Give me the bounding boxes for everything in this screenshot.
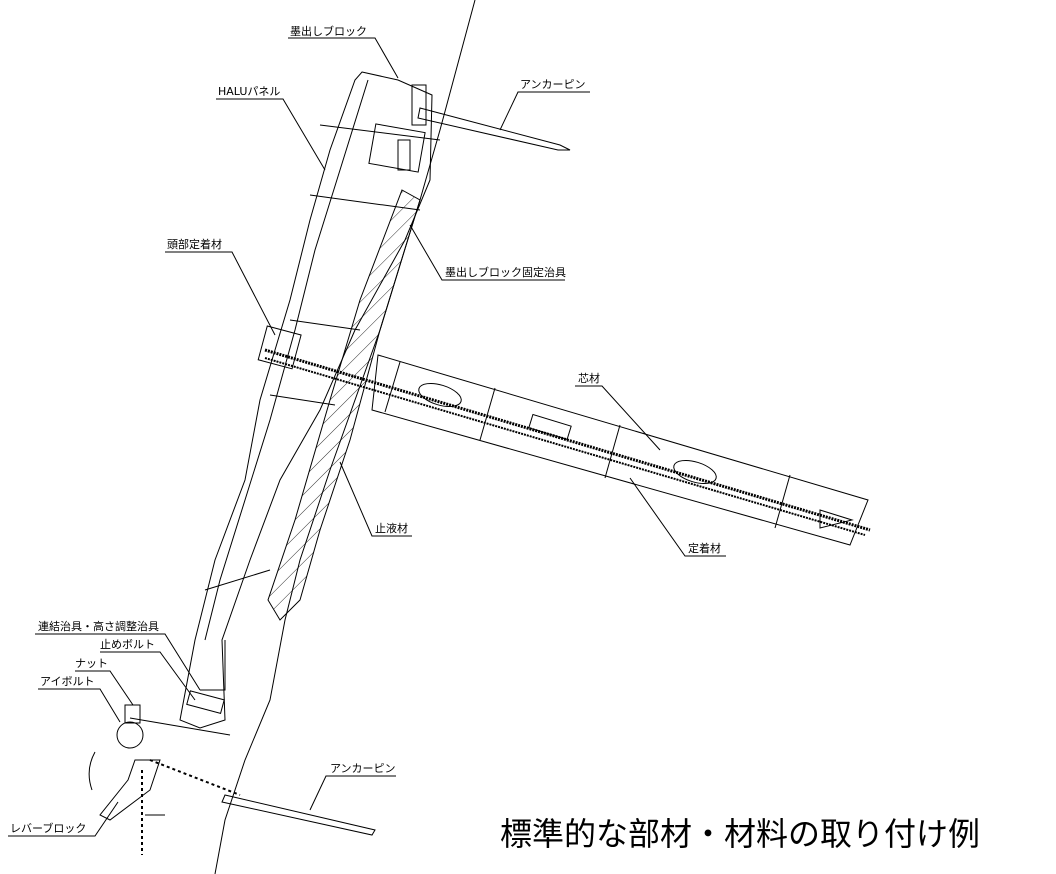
label-stop-bolt: 止めボルト: [100, 638, 196, 701]
lever-block: [99, 759, 161, 821]
svg-text:止液材: 止液材: [375, 521, 408, 535]
coupler-sleeve: [528, 413, 572, 441]
svg-text:レバーブロック: レバーブロック: [10, 821, 86, 835]
label-connecting-fixture: 連結治具・高さ調整治具: [35, 619, 201, 691]
halu-panel: [179, 71, 433, 729]
svg-text:墨出しブロック: 墨出しブロック: [290, 24, 367, 38]
label-nut: ナット: [75, 657, 134, 706]
svg-text:頭部定着材: 頭部定着材: [167, 237, 222, 251]
label-anchoring-material: 定着材: [629, 477, 726, 557]
connecting-fixture: [200, 640, 226, 691]
svg-text:連結治具・高さ調整治具: 連結治具・高さ調整治具: [38, 619, 159, 633]
svg-text:アンカーピン: アンカーピン: [520, 78, 586, 91]
svg-text:HALUパネル: HALUパネル: [218, 85, 280, 98]
top-fixture-bolt: [411, 84, 427, 126]
spacer-rings: [384, 361, 791, 529]
panel-inner-line: [204, 79, 369, 641]
svg-text:墨出しブロック固定治具: 墨出しブロック固定治具: [445, 265, 566, 279]
panel-joint-line: [269, 394, 336, 406]
head-anchor: [257, 325, 302, 370]
label-anchor-pin-top: アンカーピン: [499, 78, 590, 131]
label-marking-block: 墨出しブロック: [288, 24, 399, 79]
coupler: [418, 382, 462, 408]
svg-text:芯材: 芯材: [578, 371, 600, 385]
eye-bolt-ring: [116, 721, 144, 749]
core-rod-lower: [264, 357, 866, 536]
rotate-arrow-icon: [88, 751, 96, 791]
label-lever-block: レバーブロック: [8, 801, 119, 837]
svg-text:止めボルト: 止めボルト: [100, 638, 155, 651]
marking-block-bolt: [397, 139, 411, 171]
svg-text:ナット: ナット: [75, 657, 108, 670]
bottom-plate: [129, 717, 231, 736]
label-head-anchor: 頭部定着材: [165, 237, 276, 336]
chain: [149, 759, 241, 796]
svg-text:アンカーピン: アンカーピン: [330, 762, 396, 775]
label-anchor-pin-bottom: アンカーピン: [309, 762, 396, 811]
label-marking-block-fixture: 墨出しブロック固定治具: [409, 224, 566, 281]
label-halu-panel: HALUパネル: [216, 85, 326, 171]
core-rod: [264, 348, 871, 532]
label-core-material: 芯材: [575, 371, 661, 451]
anchor-pin-bottom: [221, 794, 376, 836]
rod-tip: [819, 509, 854, 529]
stop-bolt-part: [186, 690, 225, 715]
panel-joint-line: [289, 319, 361, 331]
sealing-material: [267, 189, 421, 621]
anchor-sleeve: [371, 354, 869, 546]
panel-joint-line: [319, 124, 441, 141]
coupler: [673, 459, 717, 485]
marking-block: [368, 123, 426, 173]
diagram-title: 標準的な部材・材料の取り付け例: [500, 815, 980, 853]
label-eye-bolt: アイボルト: [38, 675, 121, 723]
nut-part: [124, 704, 141, 724]
svg-text:アイボルト: アイボルト: [40, 675, 94, 688]
label-sealing-material: 止液材: [339, 461, 412, 537]
anchor-pin-top: [417, 107, 571, 151]
svg-text:定着材: 定着材: [688, 541, 721, 555]
panel-joint-line: [204, 569, 271, 591]
